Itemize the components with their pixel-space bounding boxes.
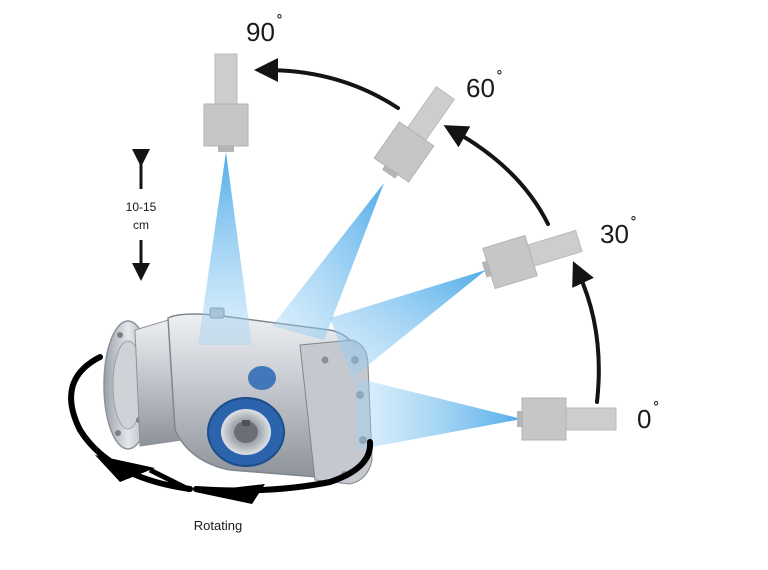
angle-labels: 90˚ 60˚ 30˚ 0˚ bbox=[246, 13, 659, 434]
beams bbox=[198, 152, 522, 450]
arrow-0-to-30 bbox=[572, 261, 601, 404]
gearbox-cap bbox=[248, 366, 276, 390]
rotation-arrowhead-2 bbox=[195, 484, 265, 504]
sensor-0 bbox=[517, 397, 617, 441]
angle-label-90: 90˚ bbox=[246, 13, 283, 47]
curved-arrow-icon bbox=[254, 58, 601, 404]
beam-30 bbox=[330, 270, 486, 378]
rotation-label: Rotating bbox=[194, 518, 242, 533]
angle-label-0: 0˚ bbox=[637, 400, 659, 434]
arrow-60-to-90 bbox=[254, 58, 400, 110]
angle-label-60: 60˚ bbox=[466, 69, 503, 103]
beam-0 bbox=[356, 378, 522, 450]
sensor-90 bbox=[203, 53, 249, 152]
angle-label-30: 30˚ bbox=[600, 215, 637, 249]
sensor-30 bbox=[481, 229, 583, 290]
beam-60 bbox=[272, 183, 384, 340]
rotation-arrowhead-1 bbox=[95, 455, 155, 482]
distance-label-value: 10-15 bbox=[126, 200, 157, 214]
beam-90 bbox=[198, 152, 252, 345]
arrow-30-to-60 bbox=[443, 125, 550, 226]
distance-label-unit: cm bbox=[133, 218, 149, 232]
camera-sensor-icon bbox=[203, 53, 617, 441]
sensor-60 bbox=[373, 86, 456, 183]
